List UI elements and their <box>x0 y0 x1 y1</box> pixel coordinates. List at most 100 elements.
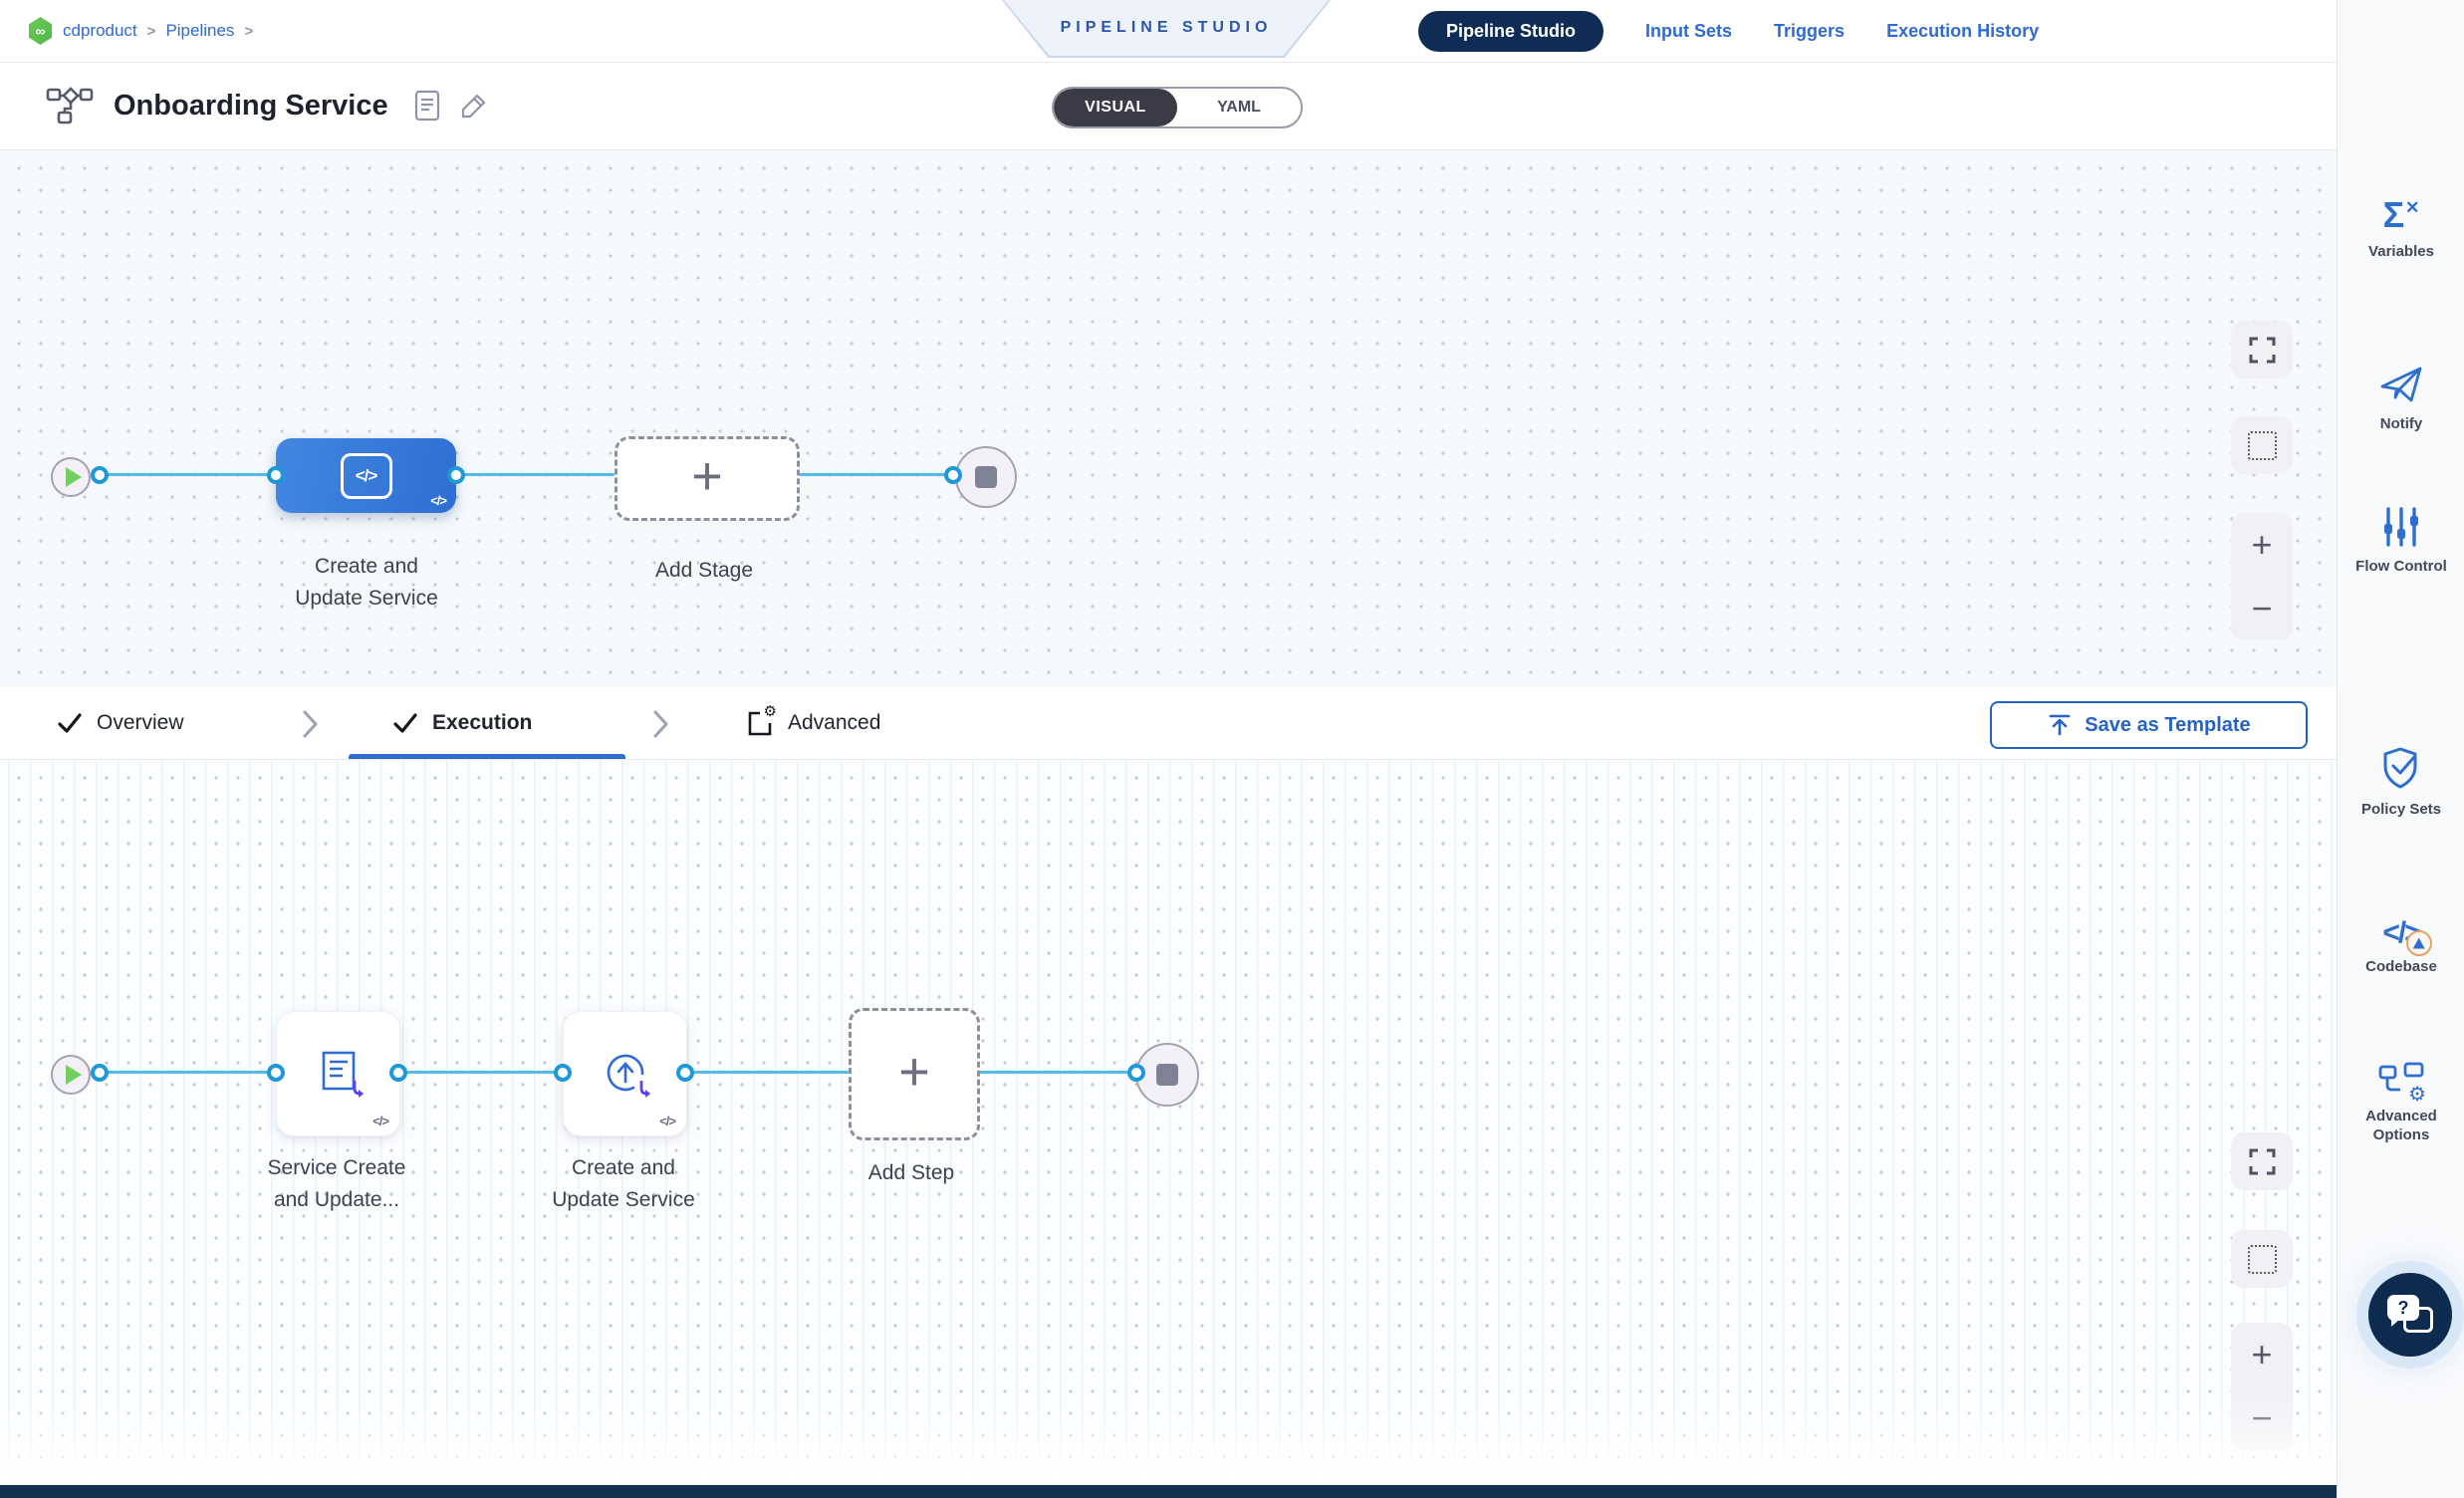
connector-line <box>456 473 615 476</box>
check-icon <box>393 713 417 733</box>
plus-icon: + <box>691 445 723 506</box>
codebase-icon: </> <box>2382 918 2432 956</box>
zoom-in-button[interactable]: + <box>2251 1334 2273 1374</box>
connector-point <box>389 1064 407 1082</box>
project-logo-icon[interactable]: ∞ <box>29 17 52 45</box>
tab-pipeline-studio[interactable]: Pipeline Studio <box>1418 10 1604 52</box>
connector-point <box>267 1064 285 1082</box>
pipeline-header: Onboarding Service VISUAL YAML <box>0 62 2337 150</box>
sidebar-item-variables[interactable]: Σ✕ Variables <box>2368 194 2434 261</box>
step-code-badge: </> <box>659 1114 676 1128</box>
pipeline-graph-icon <box>46 86 94 125</box>
connector-point <box>447 466 465 484</box>
pipeline-end-node <box>955 446 1017 508</box>
chevron-right-icon <box>653 710 668 738</box>
add-step-label: Add Step <box>867 1161 955 1184</box>
tab-advanced[interactable]: ⚙ Advanced <box>746 687 880 759</box>
help-chat-button[interactable]: ? <box>2368 1273 2452 1357</box>
sidebar-item-notify[interactable]: Notify <box>2338 364 2464 433</box>
stage-node-create-update-service[interactable]: </> </> <box>276 438 456 513</box>
canvas-fullscreen-button[interactable] <box>2231 1132 2293 1190</box>
fullscreen-icon <box>2249 337 2275 363</box>
connector-point <box>91 466 109 484</box>
bottom-panel-edge <box>0 1485 2337 1498</box>
flow-control-sliders-icon <box>2384 507 2418 547</box>
add-stage-label: Add Stage <box>654 559 754 582</box>
tab-execution-history[interactable]: Execution History <box>1886 20 2040 41</box>
sidebar-item-policy-sets[interactable]: Policy Sets <box>2338 745 2464 819</box>
marquee-select-icon <box>2247 430 2277 460</box>
stage-label: Create and Update Service <box>295 555 438 610</box>
step1-label: Service Create and Update... <box>267 1156 406 1211</box>
sidebar-item-codebase[interactable]: </> Codebase <box>2365 916 2437 976</box>
start-play-icon <box>65 467 82 487</box>
terraform-branch-icon <box>353 1081 364 1098</box>
toggle-yaml[interactable]: YAML <box>1217 99 1261 116</box>
connector-line <box>794 473 953 476</box>
marquee-select-icon <box>2247 1244 2277 1274</box>
tab-input-sets[interactable]: Input Sets <box>1645 20 1733 41</box>
connector-point <box>944 466 962 484</box>
pipeline-start-node <box>51 457 91 497</box>
banner-label: PIPELINE STUDIO <box>1060 19 1273 36</box>
tab-triggers[interactable]: Triggers <box>1774 20 1846 41</box>
visual-yaml-toggle: VISUAL YAML <box>1052 87 1303 128</box>
breadcrumb-project-link[interactable]: cdproduct <box>63 21 137 40</box>
connector-point <box>1127 1064 1145 1082</box>
stage-code-badge: </> <box>430 493 447 508</box>
edit-pencil-icon[interactable] <box>460 92 488 120</box>
plus-icon: + <box>898 1041 930 1102</box>
service-manifest-step-icon <box>316 1049 364 1099</box>
step-create-update-service[interactable]: </> <box>563 1011 687 1136</box>
advanced-settings-icon: ⚙ <box>746 703 777 737</box>
advanced-options-icon: ⚙ <box>2378 1062 2426 1105</box>
stop-square-icon <box>975 466 997 488</box>
stage-tab-bar: Overview Execution ⚙ Advanced Save as Te… <box>0 687 2337 760</box>
add-stage-button[interactable]: + <box>615 436 800 521</box>
title-group: Onboarding Service <box>46 62 488 149</box>
top-nav-tabs: Pipeline Studio Input Sets Triggers Exec… <box>1418 0 2039 62</box>
save-as-template-button[interactable]: Save as Template <box>1990 701 2308 749</box>
breadcrumb-pipelines-link[interactable]: Pipelines <box>165 21 235 40</box>
canvas-select-button[interactable] <box>2231 416 2293 474</box>
canvas-select-button[interactable] <box>2231 1230 2293 1288</box>
zoom-out-button[interactable]: − <box>2251 1397 2273 1438</box>
execution-step-canvas: </> </> + Service <box>0 759 2337 1498</box>
canvas-zoom-controls: + − <box>2231 1323 2293 1450</box>
connector-point <box>676 1064 694 1082</box>
tab-execution[interactable]: Execution <box>393 687 532 759</box>
add-step-button[interactable]: + <box>849 1008 980 1140</box>
policy-shield-check-icon <box>2383 747 2417 789</box>
execution-start-node <box>51 1055 91 1095</box>
description-icon[interactable] <box>414 90 440 122</box>
sidebar-item-flow-control[interactable]: Flow Control <box>2338 506 2464 576</box>
codebase-warning-icon <box>2405 930 2432 956</box>
breadcrumb: ∞ cdproduct > Pipelines > <box>28 0 253 62</box>
canvas-bottom-fade <box>0 1390 2337 1485</box>
zoom-in-button[interactable]: + <box>2251 524 2273 565</box>
start-play-icon <box>65 1065 82 1085</box>
chevron-right-icon: > <box>146 22 156 40</box>
step-service-create-update[interactable]: </> <box>276 1011 400 1136</box>
chevron-right-icon <box>303 710 318 738</box>
chat-bubbles-icon: ? <box>2387 1295 2433 1335</box>
sidebar-item-advanced-options[interactable]: ⚙ Advanced Options <box>2338 1062 2464 1144</box>
service-update-step-icon <box>601 1049 650 1099</box>
step2-label: Create and Update Service <box>552 1156 695 1211</box>
right-sidebar: Σ✕ Variables Notify Flow Control <box>2337 0 2464 1498</box>
canvas-fullscreen-button[interactable] <box>2231 321 2293 378</box>
zoom-out-button[interactable]: − <box>2251 588 2273 628</box>
stage-canvas: </> </> + Create and Update Service Add … <box>0 149 2337 688</box>
canvas-zoom-controls: + − <box>2231 513 2293 640</box>
check-icon <box>58 713 82 733</box>
connector-line <box>100 473 276 476</box>
chevron-right-icon: > <box>244 22 254 40</box>
connector-line <box>974 1071 1136 1074</box>
page-title: Onboarding Service <box>114 89 388 122</box>
toggle-visual[interactable]: VISUAL <box>1054 89 1177 126</box>
active-tab-underline <box>349 754 625 759</box>
tab-overview[interactable]: Overview <box>58 687 184 759</box>
step-code-badge: </> <box>372 1114 389 1128</box>
fullscreen-icon <box>2249 1148 2275 1174</box>
